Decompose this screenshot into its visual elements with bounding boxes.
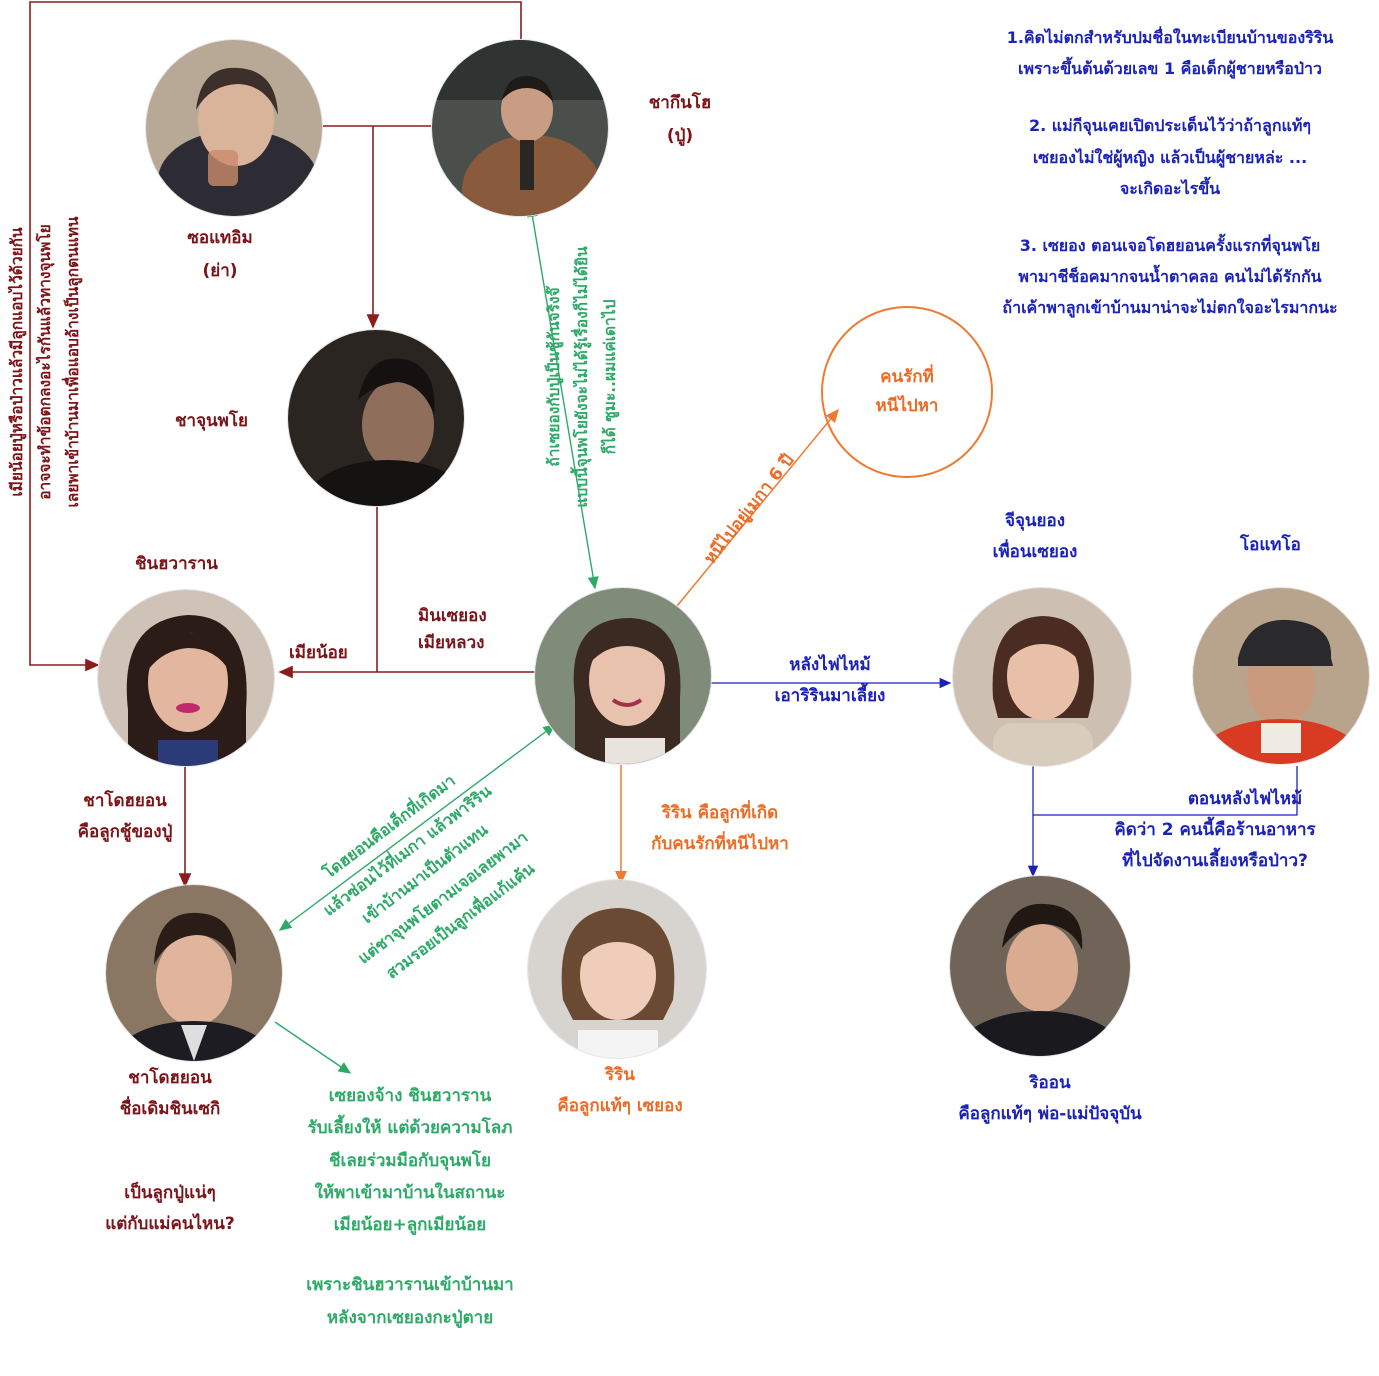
doyeon-note-line <box>274 1021 352 1074</box>
seyoung-doyeon-line <box>278 724 556 931</box>
green-bottom-line-4: ให้พาเข้ามาบ้านในสถานะ <box>314 1182 506 1203</box>
left-note-line-1: เมียน้อยปู่หรือป่าวแล้วมีลูกแอบไว้ด้วยกั… <box>8 227 26 497</box>
after-fire-label: หลังไฟไหม้ เอาริรินมาเลี้ยง <box>750 652 910 710</box>
doyeon-photo <box>106 885 282 1061</box>
seyoung-role: เมียหลวง <box>418 633 485 654</box>
rion-label: ริออน คือลูกแท้ๆ พ่อ-แม่ปัจจุบัน <box>920 1070 1180 1128</box>
junpyo-photo <box>288 330 464 506</box>
ririn-note-line-2: กับคนรักที่หนีไปหา <box>651 834 789 855</box>
lover-circle-line-2: หนีไปหา <box>875 396 939 416</box>
doyeon-label: ชาโดฮยอน ชื่อเดิมชินเซกิ <box>100 1065 240 1123</box>
doyeon-question-line-2: แต่กับแม่คนไหน? <box>105 1214 235 1235</box>
doyeon-question: เป็นลูกปู่แน่ๆ แต่กับแม่คนไหน? <box>85 1180 255 1238</box>
green-bottom-line-3: ชีเลยร่วมมือกับจุนพโย <box>329 1150 491 1171</box>
note-line-6: จะเกิดอะไรขึ้น <box>1119 178 1221 198</box>
doyeon-son-line-2: คือลูกชู้ของปู่ <box>77 822 173 843</box>
red-lines <box>29 1 535 888</box>
oh-line <box>1033 766 1298 816</box>
shinhwaran-name: ชินฮวาราน <box>135 554 218 574</box>
doyeon-question-line-1: เป็นลูกปู่แน่ๆ <box>124 1183 216 1203</box>
green-bottom-line-8: หลังจากเซยองกะปู่ตาย <box>326 1307 494 1328</box>
grandpa-name: ชากึนโฮ <box>648 93 712 113</box>
outer-loop-line <box>29 1 522 672</box>
green-bottom-line-2: รับเลี้ยงให้ แต่ด้วยความโลภ <box>307 1118 513 1139</box>
seyoung-name: มินเซยอง <box>418 606 487 626</box>
restaurant-note: ตอนหลังไฟไหม้ คิดว่า 2 คนนี้คือร้านอาหาร… <box>1090 786 1340 876</box>
rion-role: คือลูกแท้ๆ พ่อ-แม่ปัจจุบัน <box>958 1104 1142 1125</box>
grandpa-seyoung-line <box>526 204 599 590</box>
ririn-name: ริริน <box>605 1065 635 1085</box>
green-bottom-line-1: เซยองจ้าง ชินฮวาราน <box>328 1086 492 1106</box>
left-note-line-3: เลยพาเข้าบ้านมาเพื่อแอบอ้างเป็นลูกตนแทน <box>63 216 82 508</box>
note-line-8: 3. เซยอง ตอนเจอโดฮยอนครั้งแรกที่จุนพโย <box>1019 235 1321 255</box>
grandpa-role: (ปู่) <box>666 126 694 147</box>
ririn-note-line-1: ริริน คือลูกที่เกิด <box>661 803 779 823</box>
ririn-photo <box>528 880 706 1058</box>
lover-circle-line-1: คนรักที่ <box>880 367 934 388</box>
vertical-green-note: ถ้าเซยองกับปู่เป็นชู้กันจริงจ๊ แบบนี้จุน… <box>541 227 631 527</box>
vertical-green-line-1: ถ้าเซยองกับปู่เป็นชู้กันจริงจ๊ <box>545 287 563 467</box>
oh-name: โอแทโอ <box>1240 535 1301 555</box>
restaurant-line-3: ที่ไปจัดงานเลี้ยงหรือป่าว? <box>1122 851 1308 872</box>
vertical-green-line-3: ก็ได้ ซูมะ..ผมแค่เดาไป <box>600 299 619 455</box>
ririn-label: ริริน คือลูกแท้ๆ เซยอง <box>540 1062 700 1120</box>
doyeon-name: ชาโดฮยอน <box>128 1068 212 1088</box>
rion-photo <box>950 876 1130 1056</box>
ji-role: เพื่อนเซยอง <box>992 542 1078 563</box>
ririn-role: คือลูกแท้ๆ เซยอง <box>557 1096 683 1117</box>
green-bottom-note: เซยองจ้าง ชินฮวาราน รับเลี้ยงให้ แต่ด้วย… <box>270 1080 550 1334</box>
blue-lines <box>698 677 1298 878</box>
ji-photo <box>953 588 1131 766</box>
ririn-note: ริริน คือลูกที่เกิด กับคนรักที่หนีไปหา <box>620 800 820 858</box>
grandma-name: ซอแทอิม <box>187 228 253 248</box>
green-bottom-line-7: เพราะชินฮวารานเข้าบ้านมา <box>306 1275 514 1296</box>
minor-wife-label: เมียน้อย <box>289 643 348 663</box>
grandma-label: ซอแทอิม (ย่า) <box>160 225 280 285</box>
left-vertical-note: เมียน้อยปู่หรือป่าวแล้วมีลูกแอบไว้ด้วยกั… <box>4 202 88 522</box>
after-fire-line-1: หลังไฟไหม้ <box>789 655 871 675</box>
doyeon-role: ชื่อเดิมชินเซกิ <box>119 1099 221 1120</box>
green-lines <box>274 204 599 1074</box>
doyeon-son-label: ชาโดฮยอน คือลูกชู้ของปู่ <box>60 788 190 846</box>
orange-lines <box>615 408 839 885</box>
restaurant-line-1: ตอนหลังไฟไหม้ <box>1187 789 1303 809</box>
vertical-green-line-2: แบบนี้จุนพโยยังจะไม่ได้รู้เรื่องก็ไม่ได้… <box>572 246 591 508</box>
grandpa-photo <box>432 40 608 216</box>
left-note-line-2: อาจจะทำข้อตกลงอะไรกันแล้วทางจุนพโย <box>35 224 54 500</box>
after-fire-line-2: เอาริรินมาเลี้ยง <box>774 686 886 707</box>
note-line-9: พามาชีช็อคมากจนน้ำตาคลอ คนไม่ได้รักกัน <box>1018 267 1322 287</box>
note-line-10: ถ้าเค้าพาลูกเข้าบ้านมาน่าจะไม่ตกใจอะไรมา… <box>1002 298 1338 318</box>
note-line-4: 2. แม่กีจุนเคยเปิดประเด็นไว้ว่าถ้าลูกแท้… <box>1029 116 1311 136</box>
shinhwaran-photo <box>98 590 274 766</box>
grandma-photo <box>146 40 322 216</box>
lover-circle: คนรักที่หนีไปหา <box>821 306 993 478</box>
restaurant-line-2: คิดว่า 2 คนนี้คือร้านอาหาร <box>1114 820 1316 841</box>
junpyo-name: ชาจุนพโย <box>175 411 248 431</box>
rion-name: ริออน <box>1029 1073 1071 1093</box>
note-line-2: เพราะขึ้นต้นด้วยเลข 1 คือเด็กผู้ชายหรือป… <box>1018 59 1322 79</box>
seyoung-lover-line <box>676 408 839 607</box>
notes-block: 1.คิดไม่ตกสำหรับปมชื่อในทะเบียนบ้านของริ… <box>955 22 1379 324</box>
doyeon-son-line-1: ชาโดฮยอน <box>83 791 167 811</box>
note-line-1: 1.คิดไม่ตกสำหรับปมชื่อในทะเบียนบ้านของริ… <box>1006 28 1334 47</box>
grandpa-label: ชากึนโฮ (ปู่) <box>630 90 730 150</box>
ji-name: จีจุนยอง <box>1004 511 1065 531</box>
note-line-5: เซยองไม่ใช่ผู้หญิง แล้วเป็นผู้ชายหล่ะ ..… <box>1032 147 1308 167</box>
seyoung-photo <box>535 588 711 764</box>
oh-photo <box>1193 588 1369 764</box>
seyoung-label: มินเซยอง เมียหลวง <box>418 603 487 657</box>
grandma-role: (ย่า) <box>202 261 238 282</box>
green-bottom-line-5: เมียน้อย+ลูกเมียน้อย <box>333 1215 487 1236</box>
ji-label: จีจุนยอง เพื่อนเซยอง <box>960 508 1110 566</box>
